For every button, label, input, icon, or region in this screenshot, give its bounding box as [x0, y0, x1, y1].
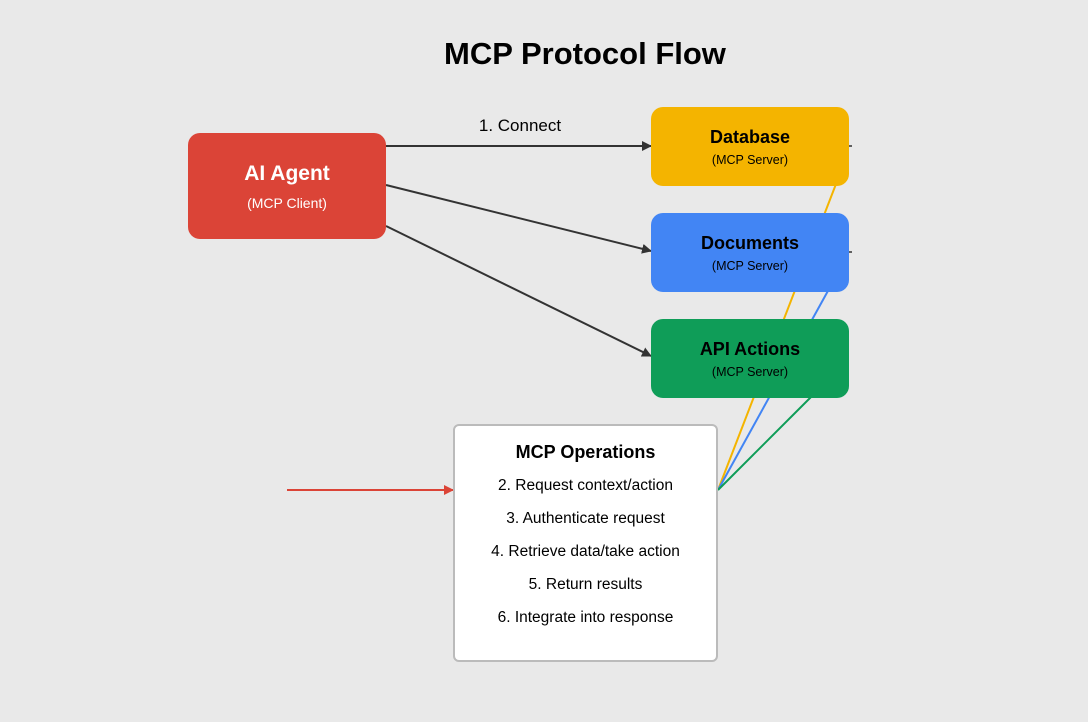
link-operations-to-api-actions — [717, 396, 812, 491]
ai-agent-role: (MCP Client) — [247, 194, 327, 211]
mcp-operations-title: MCP Operations — [515, 442, 656, 462]
api-actions-server-name: API Actions — [699, 338, 801, 359]
connect-edge-label: 1. Connect — [478, 116, 562, 135]
diagram-title: MCP Protocol Flow — [444, 36, 726, 71]
arrow-agent-to-documents — [385, 184, 652, 254]
mcp-operations-steps: 2. Request context/action 3. Authenticat… — [455, 477, 716, 627]
api-actions-server-node[interactable]: API Actions (MCP Server) — [651, 319, 849, 398]
database-server-node[interactable]: Database (MCP Server) — [651, 107, 849, 186]
mcp-operations-box: MCP Operations 2. Request context/action… — [453, 424, 718, 662]
operation-step: 3. Authenticate request — [506, 510, 665, 527]
documents-server-node[interactable]: Documents (MCP Server) — [651, 213, 849, 292]
ai-agent-node[interactable]: AI Agent (MCP Client) — [188, 133, 386, 239]
database-server-name: Database — [709, 126, 791, 147]
ai-agent-name: AI Agent — [244, 161, 330, 185]
api-actions-server-role: (MCP Server) — [711, 364, 789, 379]
database-server-role: (MCP Server) — [711, 152, 789, 167]
operation-step: 2. Request context/action — [498, 477, 673, 494]
documents-server-name: Documents — [700, 232, 799, 253]
documents-server-role: (MCP Server) — [711, 258, 789, 273]
operation-step: 5. Return results — [528, 576, 643, 593]
operation-step: 4. Retrieve data/take action — [491, 543, 680, 560]
operation-step: 6. Integrate into response — [497, 609, 674, 626]
arrow-agent-to-api-actions — [385, 225, 652, 357]
